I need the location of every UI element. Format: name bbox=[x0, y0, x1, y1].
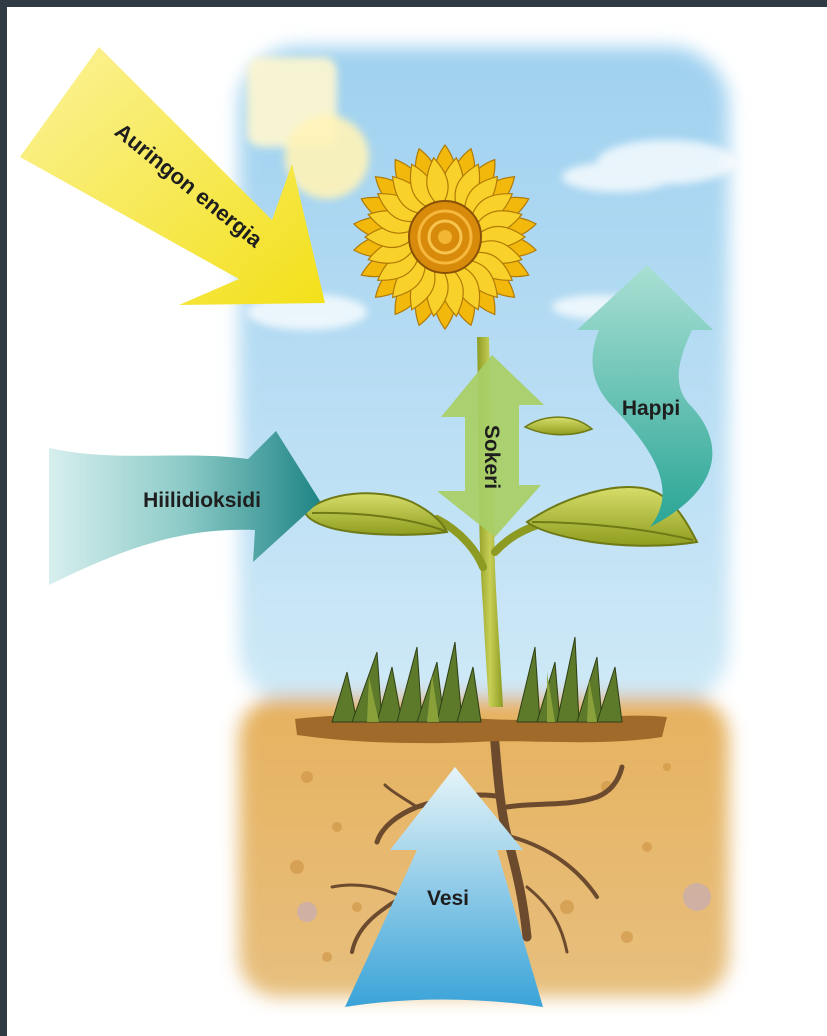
co2-label: Hiilidioksidi bbox=[143, 489, 261, 512]
sugar-label: Sokeri bbox=[480, 425, 503, 489]
water-label: Vesi bbox=[427, 887, 469, 910]
photosynthesis-diagram: Auringon energia Hiilidioksidi Sokeri Ha… bbox=[7, 7, 827, 1036]
oxygen-label: Happi bbox=[622, 397, 680, 420]
diagram-frame: Auringon energia Hiilidioksidi Sokeri Ha… bbox=[7, 7, 827, 1036]
